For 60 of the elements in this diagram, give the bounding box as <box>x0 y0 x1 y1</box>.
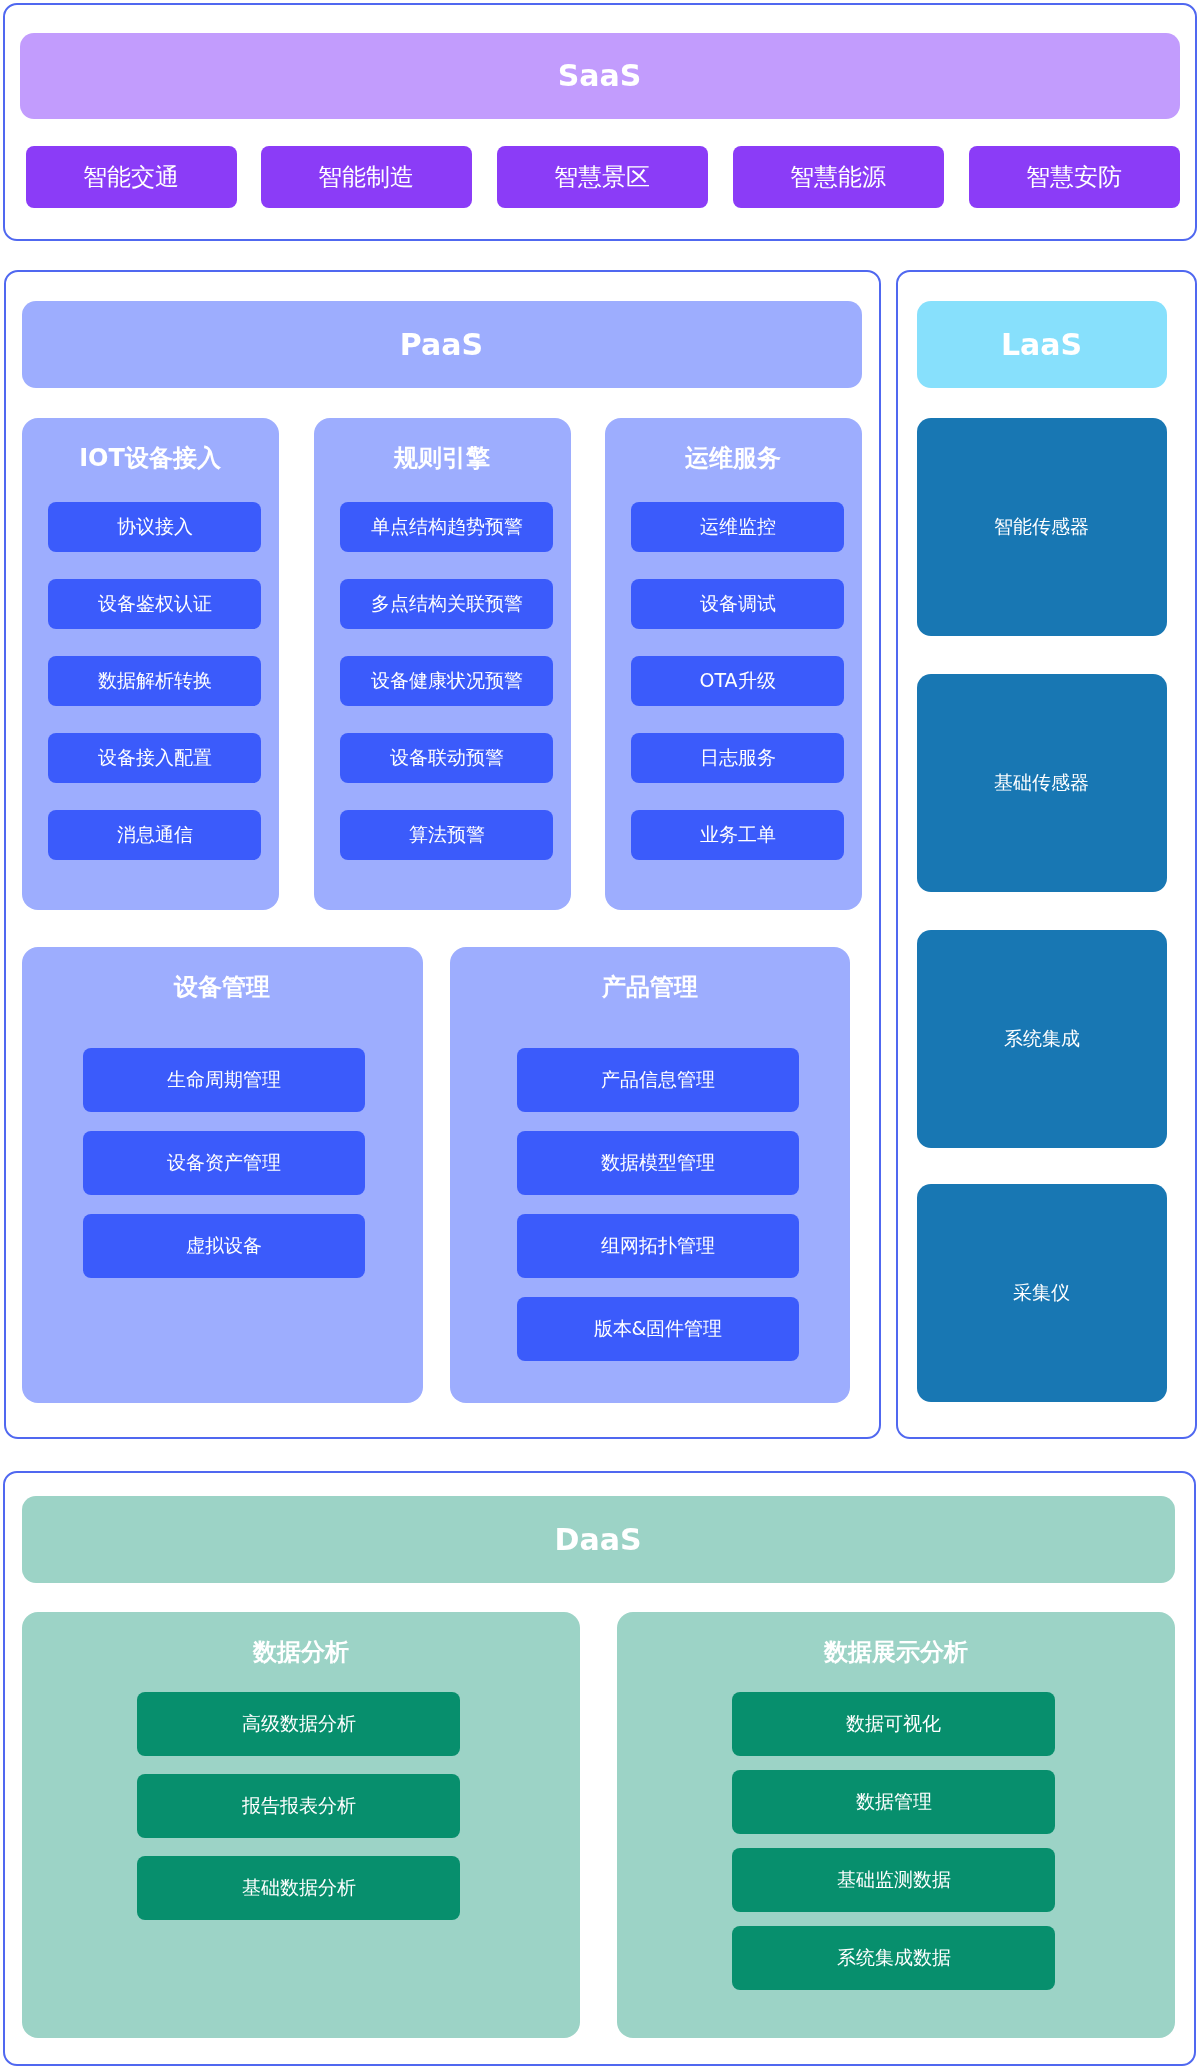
feature-tile: 设备调试 <box>631 579 844 629</box>
module-card <box>21 946 423 1403</box>
layer-header: SaaS <box>19 32 1180 119</box>
app-tile: 智能交通 <box>25 145 237 208</box>
feature-tile: 设备资产管理 <box>83 1131 365 1195</box>
feature-tile: 基础数据分析 <box>137 1856 460 1920</box>
feature-tile: 虚拟设备 <box>83 1214 365 1278</box>
feature-tile: 产品信息管理 <box>517 1048 799 1112</box>
hardware-tile: 智能传感器 <box>916 417 1167 636</box>
feature-tile: 高级数据分析 <box>137 1692 460 1756</box>
module-card <box>313 417 571 910</box>
layer-panel <box>3 3 1197 241</box>
feature-tile: OTA升级 <box>631 656 844 706</box>
module-title: 数据展示分析 <box>823 1636 968 1668</box>
feature-tile: 协议接入 <box>48 502 261 552</box>
feature-tile: 组网拓扑管理 <box>517 1214 799 1278</box>
layer-panel <box>4 270 881 1439</box>
feature-tile: 设备接入配置 <box>48 733 261 783</box>
feature-tile: 版本&固件管理 <box>517 1297 799 1361</box>
module-title: 运维服务 <box>685 442 781 474</box>
hardware-tile: 采集仪 <box>916 1183 1167 1402</box>
module-title: 数据分析 <box>252 1636 349 1668</box>
feature-tile: 数据模型管理 <box>517 1131 799 1195</box>
app-tile: 智能制造 <box>260 145 472 208</box>
module-card <box>21 1611 580 2038</box>
feature-tile: 日志服务 <box>631 733 844 783</box>
feature-tile: 算法预警 <box>340 810 553 860</box>
module-title: 规则引擎 <box>394 442 490 474</box>
feature-tile: 单点结构趋势预警 <box>340 502 553 552</box>
layer-header: DaaS <box>21 1495 1175 1583</box>
feature-tile: 设备联动预警 <box>340 733 553 783</box>
feature-tile: 消息通信 <box>48 810 261 860</box>
module-title: IOT设备接入 <box>79 442 221 474</box>
feature-tile: 基础监测数据 <box>732 1848 1055 1912</box>
module-card <box>604 417 862 910</box>
app-tile: 智慧能源 <box>732 145 944 208</box>
layer-panel <box>896 270 1197 1439</box>
hardware-tile: 基础传感器 <box>916 673 1167 892</box>
app-tile: 智慧安防 <box>968 145 1180 208</box>
module-card <box>449 946 850 1403</box>
feature-tile: 系统集成数据 <box>732 1926 1055 1990</box>
feature-tile: 设备健康状况预警 <box>340 656 553 706</box>
layer-panel <box>3 1471 1196 2066</box>
module-title: 设备管理 <box>174 971 270 1003</box>
feature-tile: 设备鉴权认证 <box>48 579 261 629</box>
feature-tile: 生命周期管理 <box>83 1048 365 1112</box>
module-card <box>616 1611 1175 2038</box>
layer-header: LaaS <box>916 300 1167 388</box>
feature-tile: 多点结构关联预警 <box>340 579 553 629</box>
module-card <box>21 417 279 910</box>
feature-tile: 报告报表分析 <box>137 1774 460 1838</box>
feature-tile: 业务工单 <box>631 810 844 860</box>
hardware-tile: 系统集成 <box>916 929 1167 1148</box>
layer-header: PaaS <box>21 300 862 388</box>
feature-tile: 数据解析转换 <box>48 656 261 706</box>
feature-tile: 数据可视化 <box>732 1692 1055 1756</box>
module-title: 产品管理 <box>601 971 698 1003</box>
feature-tile: 运维监控 <box>631 502 844 552</box>
app-tile: 智慧景区 <box>496 145 708 208</box>
feature-tile: 数据管理 <box>732 1770 1055 1834</box>
